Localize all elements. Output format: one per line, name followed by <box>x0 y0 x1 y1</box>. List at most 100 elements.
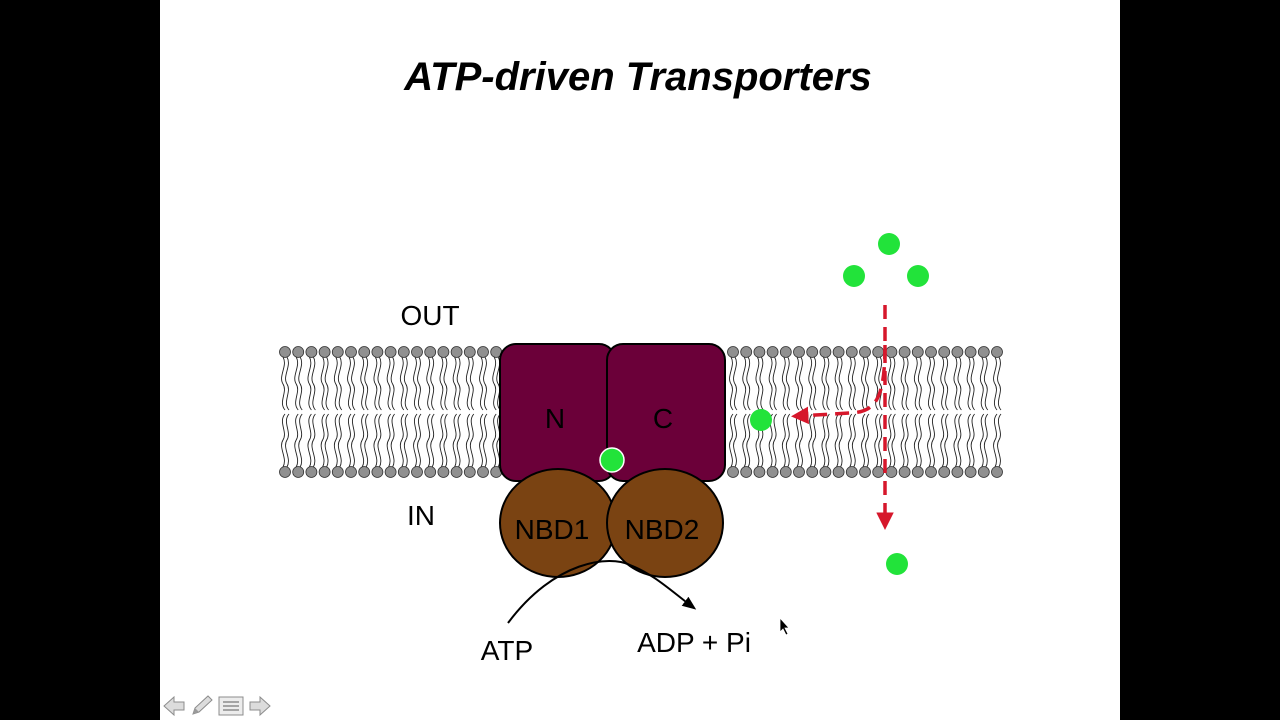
lipid-head <box>977 466 990 478</box>
nbd2-label: NBD2 <box>625 514 700 545</box>
arrow-left-icon[interactable] <box>163 695 185 717</box>
lipid-head <box>740 346 753 358</box>
substrate-inside <box>886 553 908 575</box>
lipid-head <box>819 346 832 358</box>
slide: ATP-driven Transporters OUT IN N C NBD1 … <box>160 0 1120 720</box>
nbd2-domain <box>606 468 724 578</box>
lipid-head <box>925 466 937 478</box>
presentation-toolbar <box>162 694 274 718</box>
lipid-head <box>384 466 397 478</box>
substrate-in-membrane <box>750 409 772 431</box>
lipid-head <box>450 466 463 478</box>
lipid-head <box>292 346 305 358</box>
arrow-right-icon[interactable] <box>249 695 271 717</box>
lipid-tail <box>465 356 475 468</box>
lipid-tail <box>373 356 382 468</box>
lipid-tail <box>900 356 909 468</box>
lipid-head <box>279 346 291 358</box>
lipid-head <box>331 466 344 478</box>
lipid-tail <box>742 356 751 468</box>
lipid-tail <box>795 356 804 468</box>
lipid-head <box>305 466 318 478</box>
lipid-tail <box>439 356 448 468</box>
lipid-head <box>898 466 911 478</box>
lipid-tail <box>294 356 303 468</box>
lipid-head <box>305 346 318 358</box>
lipid-head <box>358 346 371 358</box>
lipid-head <box>318 346 331 358</box>
lipid-tail <box>913 356 923 468</box>
lipid-head <box>345 346 357 358</box>
lipid-head <box>397 346 410 358</box>
lipid-head <box>911 466 924 478</box>
lipid-head <box>279 466 291 478</box>
lipid-head <box>397 466 410 478</box>
lipid-tail <box>333 356 343 468</box>
lipid-tail <box>966 356 975 468</box>
substrate-out-left <box>843 265 865 287</box>
cursor-icon <box>779 616 790 636</box>
lipid-tail <box>993 356 1002 468</box>
lipid-tail <box>927 356 936 468</box>
lipid-head <box>991 466 1003 478</box>
lipid-head <box>411 466 423 478</box>
lipid-head <box>819 466 832 478</box>
lipid-head <box>727 346 739 358</box>
lipid-tail <box>492 356 501 468</box>
lipid-tail <box>979 356 989 468</box>
atp-hydrolysis-arrow <box>507 560 697 624</box>
lipid-head <box>964 346 977 358</box>
lipid-head <box>753 466 766 478</box>
lipid-head <box>292 466 305 478</box>
lipid-tail <box>360 356 369 468</box>
lipid-head <box>358 466 371 478</box>
lipid-tail <box>808 356 817 468</box>
lipid-head <box>371 466 384 478</box>
lipid-tail <box>887 356 896 468</box>
lipid-head <box>463 346 476 358</box>
lipid-head <box>806 466 819 478</box>
lipid-head <box>463 466 476 478</box>
lipid-head <box>477 346 489 358</box>
atp-label: ATP <box>481 635 533 666</box>
lipid-head <box>845 466 858 478</box>
lipid-tail <box>320 356 329 468</box>
lipid-head <box>885 466 898 478</box>
lipid-head <box>977 346 990 358</box>
lipid-head <box>766 466 779 478</box>
lipid-head <box>371 346 384 358</box>
lipid-tail <box>281 356 290 468</box>
lipid-tail <box>386 356 395 468</box>
lipid-head <box>793 346 805 358</box>
transporter-diagram: ATP-driven Transporters OUT IN N C NBD1 … <box>279 55 1003 666</box>
c-domain-label: C <box>653 403 673 434</box>
lipid-tail <box>413 356 422 468</box>
lipid-tail <box>953 356 962 468</box>
nbd1-label: NBD1 <box>515 514 590 545</box>
lipid-tail <box>834 356 843 468</box>
n-domain-label: N <box>545 403 565 434</box>
lipid-tail <box>452 356 461 468</box>
lipid-tail <box>399 356 409 468</box>
pencil-icon[interactable] <box>192 695 213 715</box>
lipid-head <box>766 346 779 358</box>
lipid-bilayer <box>279 346 1003 478</box>
slide-title: ATP-driven Transporters <box>403 55 872 99</box>
menu-icon[interactable] <box>218 696 244 716</box>
lipid-head <box>938 346 951 358</box>
lipid-tail <box>768 356 777 468</box>
lipid-head <box>753 346 766 358</box>
lipid-tail <box>755 356 764 468</box>
lipid-tail <box>940 356 949 468</box>
lipid-head <box>951 466 964 478</box>
lipid-tail <box>479 356 488 468</box>
lipid-head <box>832 466 845 478</box>
products-label: ADP + Pi <box>637 627 751 658</box>
lipid-head <box>779 346 792 358</box>
lipid-head <box>411 346 423 358</box>
lipid-tail <box>729 356 738 468</box>
lipid-tail <box>861 356 870 468</box>
lipid-head <box>911 346 924 358</box>
lipid-tail <box>347 356 356 468</box>
lipid-head <box>450 346 463 358</box>
